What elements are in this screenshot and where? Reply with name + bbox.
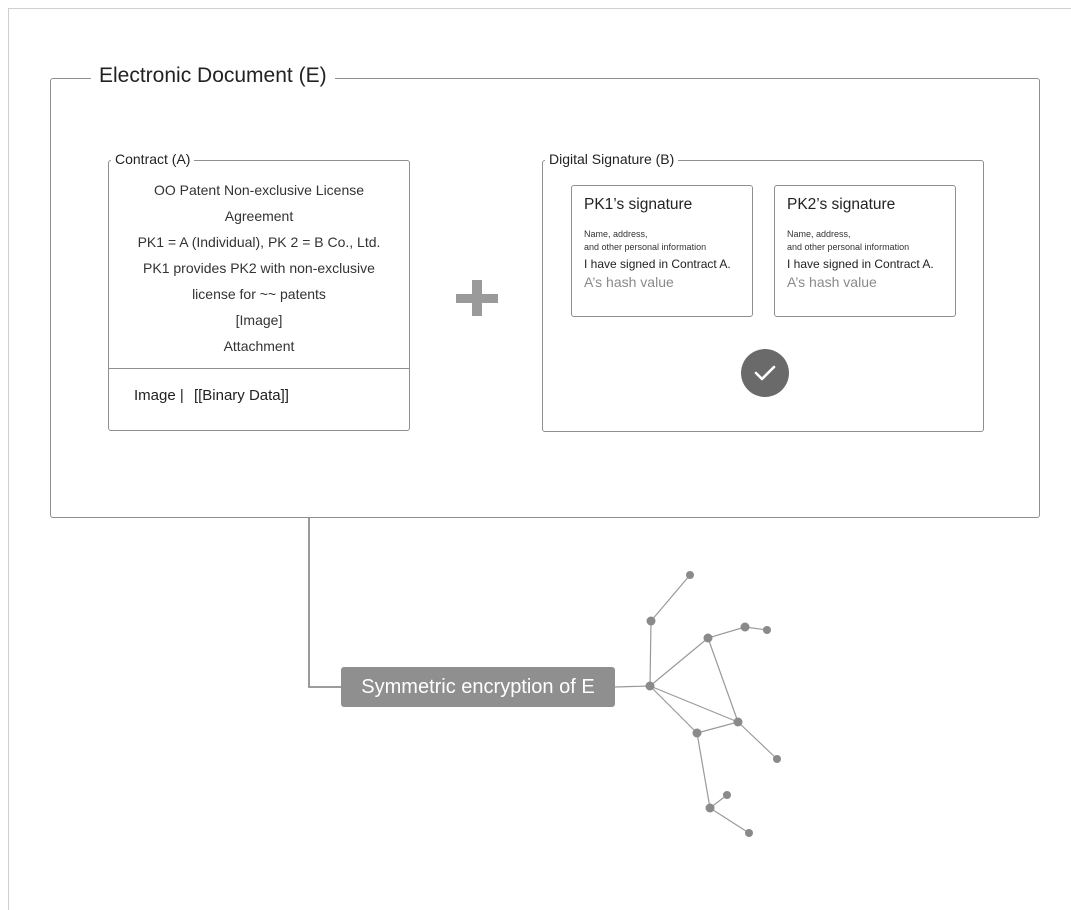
contract-line: Attachment bbox=[223, 338, 295, 354]
signature-card-pk1: PK1’s signature Name, address, and other… bbox=[571, 185, 753, 317]
contract-line: license for ~~ patents bbox=[192, 286, 326, 302]
signature-card-hash: A’s hash value bbox=[584, 274, 674, 290]
contract-line: [Image] bbox=[235, 312, 283, 328]
contract-box: Contract (A) OO Patent Non-exclusive Lic… bbox=[108, 151, 410, 431]
signature-card-line: Name, address, bbox=[787, 229, 851, 239]
signature-card-statement: I have signed in Contract A. bbox=[584, 257, 731, 271]
signature-card-line: and other personal information bbox=[584, 242, 707, 252]
contract-body: OO Patent Non-exclusive License Agreemen… bbox=[109, 177, 409, 359]
signature-card-line: Name, address, bbox=[584, 229, 648, 239]
contract-divider bbox=[109, 368, 409, 369]
contract-footer-label: Image | bbox=[134, 387, 184, 404]
contract-line: PK1 = A (Individual), PK 2 = B Co., Ltd. bbox=[137, 234, 381, 250]
network-nodes bbox=[645, 571, 781, 837]
signature-card-hash: A’s hash value bbox=[787, 274, 877, 290]
signature-card-pk2: PK2’s signature Name, address, and other… bbox=[774, 185, 956, 317]
contract-line: OO Patent Non-exclusive License bbox=[153, 182, 365, 198]
electronic-document-title: Electronic Document (E) bbox=[91, 64, 335, 88]
signature-card-statement: I have signed in Contract A. bbox=[787, 257, 934, 271]
network-graph-icon bbox=[614, 574, 778, 834]
check-icon bbox=[741, 349, 789, 397]
signature-card-title: PK1’s signature bbox=[584, 196, 693, 213]
electronic-document-box: Electronic Document (E) bbox=[50, 64, 1040, 518]
connector-line bbox=[308, 518, 341, 688]
digital-signature-title: Digital Signature (B) bbox=[545, 151, 679, 167]
contract-footer-value: [[Binary Data]] bbox=[193, 387, 289, 404]
signature-card-title: PK2’s signature bbox=[787, 196, 896, 213]
plus-icon bbox=[456, 280, 498, 316]
contract-title: Contract (A) bbox=[111, 151, 195, 167]
contract-line: Agreement bbox=[224, 208, 294, 224]
page-frame bbox=[8, 8, 1071, 910]
digital-signature-box: Digital Signature (B) PK1’s signature Na… bbox=[542, 151, 984, 432]
contract-line: PK1 provides PK2 with non-exclusive bbox=[143, 260, 375, 276]
signature-card-line: and other personal information bbox=[787, 242, 910, 252]
encryption-label: Symmetric encryption of E bbox=[341, 667, 615, 707]
contract-footer: Image | [[Binary Data]] bbox=[134, 387, 289, 404]
